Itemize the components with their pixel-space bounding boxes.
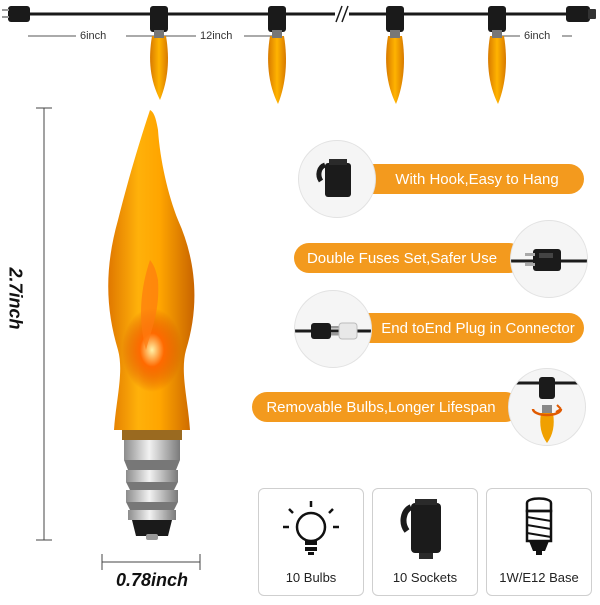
e12-base-icon	[525, 497, 553, 555]
hook-socket-icon	[298, 140, 376, 218]
bulb-dimension-illustration: 2.7inch 0.78inch	[0, 100, 250, 600]
string-bulbs	[150, 6, 506, 104]
bulb-height-label: 2.7inch	[5, 267, 26, 330]
spacing-right-label: 6inch	[524, 30, 551, 42]
feature-pill-hook: With Hook,Easy to Hang	[350, 164, 584, 194]
spacing-middle-label: 12inch	[200, 30, 233, 42]
connector-icon	[294, 290, 372, 368]
feature-pill-fuses: Double Fuses Set,Safer Use	[294, 243, 524, 273]
spacing-left-label: 6inch	[80, 30, 107, 42]
spec-label-bulbs: 10 Bulbs	[285, 570, 337, 585]
spec-label-sockets: 10 Sockets	[392, 570, 458, 585]
feature-label-removable: Removable Bulbs,Longer Lifespan	[266, 398, 496, 416]
fused-plug-icon	[510, 220, 588, 298]
lightbulb-icon	[283, 501, 339, 555]
spec-card-base: 1W/E12 Base	[486, 488, 592, 596]
spec-card-sockets: 10 Sockets	[372, 488, 478, 596]
feature-label-fuses: Double Fuses Set,Safer Use	[306, 249, 498, 267]
bulb-twist-icon	[508, 368, 586, 446]
feature-pill-removable: Removable Bulbs,Longer Lifespan	[252, 392, 520, 422]
socket-icon	[400, 499, 441, 559]
feature-pill-connector: End toEnd Plug in Connector	[350, 313, 584, 343]
bulb-width-label: 0.78inch	[116, 570, 189, 590]
string-light-diagram: 6inch 12inch 6inch	[0, 0, 600, 112]
feature-label-hook: With Hook,Easy to Hang	[395, 170, 559, 188]
feature-label-connector: End toEnd Plug in Connector	[381, 319, 575, 337]
spec-card-bulbs: 10 Bulbs	[258, 488, 364, 596]
spec-label-base: 1W/E12 Base	[499, 570, 579, 585]
